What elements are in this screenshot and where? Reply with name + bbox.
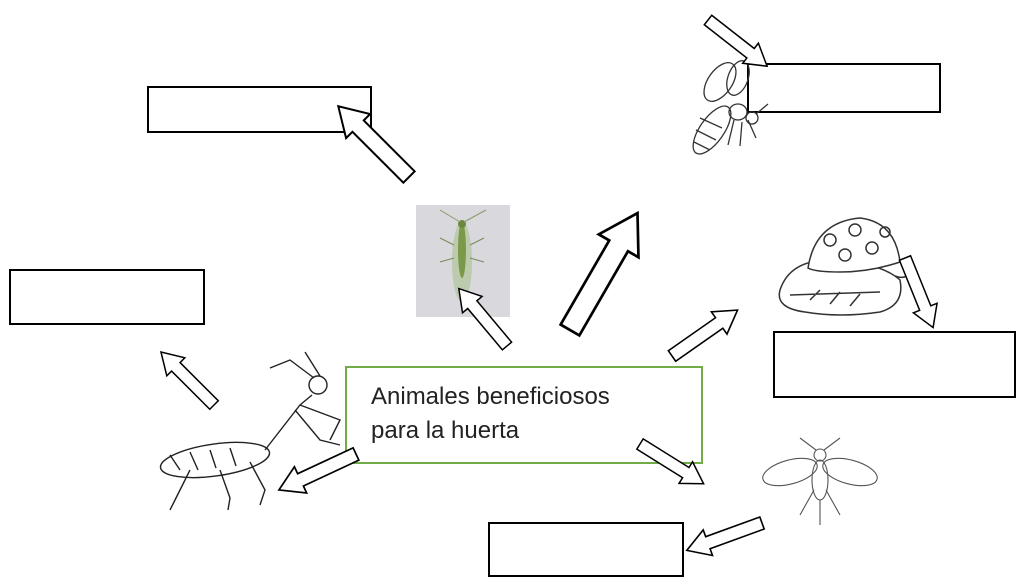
title-text: Animales beneficiosos para la huerta <box>371 383 610 444</box>
arrow-to-lacewing-box <box>325 93 423 191</box>
arrow-to-left-box <box>151 342 224 415</box>
wasp-drawing <box>692 60 769 155</box>
answer-box-small-wasp[interactable] <box>488 522 684 577</box>
answer-box-lacewing[interactable] <box>147 86 372 133</box>
ladybug-drawing <box>778 217 913 316</box>
answer-box-wasp[interactable] <box>747 63 941 113</box>
arrow-to-ladybug <box>663 298 747 368</box>
answer-box-ladybug[interactable] <box>773 331 1016 398</box>
arrow-to-wasp <box>548 200 659 343</box>
arrow-small-wasp-to-box <box>681 509 768 564</box>
mantis-drawing <box>159 351 341 511</box>
arrow-to-mantis <box>272 440 363 504</box>
parasitoid-wasp-drawing <box>762 437 878 525</box>
arrow-to-wasp-box <box>699 9 776 77</box>
lacewing-photo <box>416 205 510 317</box>
answer-box-left[interactable] <box>9 269 205 325</box>
arrow-to-small-wasp <box>632 432 712 496</box>
